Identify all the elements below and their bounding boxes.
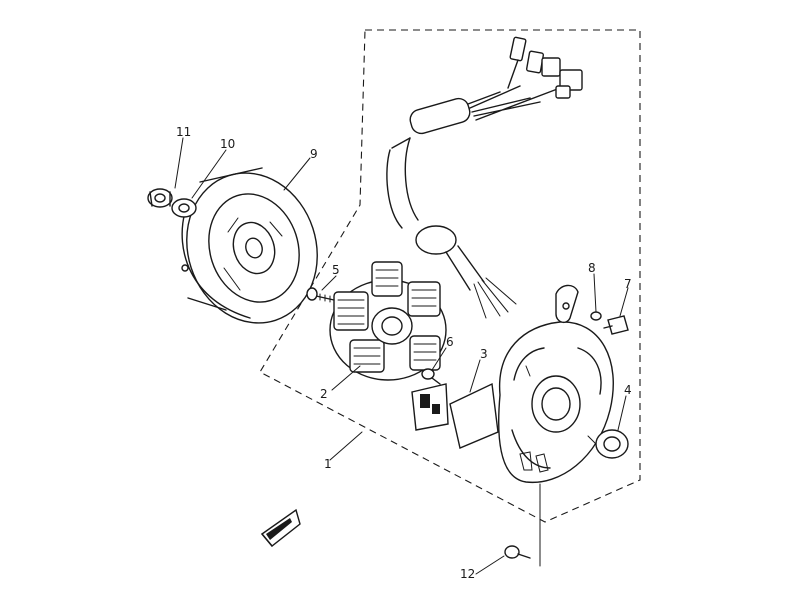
cable-clamp [555, 284, 602, 324]
stator-coil [329, 261, 447, 381]
callout-6: 6 [446, 335, 454, 349]
pickup-coil [411, 382, 499, 449]
flywheel-rotor [181, 167, 318, 324]
washer-and-nut [147, 188, 197, 218]
callout-3: 3 [480, 347, 488, 361]
callout-7: 7 [624, 277, 632, 291]
bolt [603, 315, 629, 335]
base-plate [497, 321, 614, 484]
callout-9: 9 [310, 147, 318, 161]
callout-8: 8 [588, 261, 596, 275]
stator-screw [306, 287, 335, 303]
assembly-boundary [259, 29, 641, 523]
callout-labels: 1 2 3 4 5 6 7 8 9 10 11 12 [176, 125, 632, 581]
callout-4: 4 [624, 383, 632, 397]
oil-seal [595, 429, 629, 459]
callout-2: 2 [320, 387, 328, 401]
callout-10: 10 [220, 137, 235, 151]
pickup-screw [421, 368, 441, 385]
callout-1: 1 [324, 457, 332, 471]
bottom-screw [504, 545, 531, 559]
callout-5: 5 [332, 263, 340, 277]
wiring-harness [386, 36, 583, 319]
leader-lines [174, 137, 629, 575]
front-arrow-icon [260, 508, 301, 547]
callout-12: 12 [460, 567, 475, 581]
callout-11: 11 [176, 125, 191, 139]
